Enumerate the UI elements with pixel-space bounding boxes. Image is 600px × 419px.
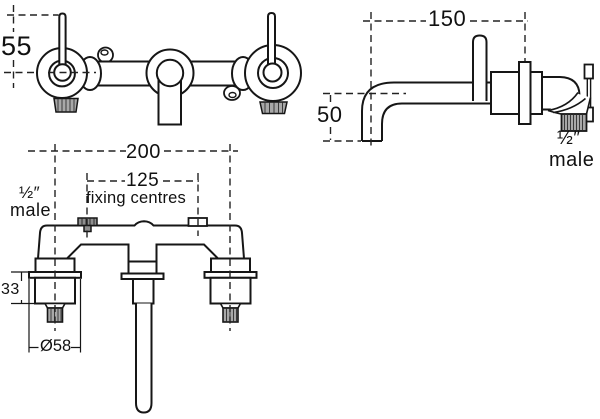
plan-centres-caption-label: fixing centres	[86, 189, 187, 207]
plan-diameter-dim-label: Ø58	[40, 337, 72, 355]
side-thread-size-label: ½″	[557, 128, 581, 149]
plan-view	[28, 217, 258, 414]
side-drop-dim-label: 50	[317, 102, 343, 127]
plan-thread-type-label: male	[10, 200, 52, 220]
dimension-lines-solid	[11, 271, 82, 353]
front-height-dim-label: 55	[1, 31, 33, 61]
plan-depth-dim-label: 33	[1, 281, 20, 298]
side-reach-dim-label: 150	[428, 6, 467, 31]
front-view	[36, 11, 302, 126]
side-thread-type-label: male	[549, 149, 595, 171]
plan-centres-dim-label: 125	[126, 170, 160, 191]
plan-thread-size-label: ½″	[19, 183, 41, 202]
side-view	[361, 34, 594, 142]
dimension-lines-dashed	[4, 5, 528, 331]
plan-overall-dim-label: 200	[126, 141, 161, 163]
